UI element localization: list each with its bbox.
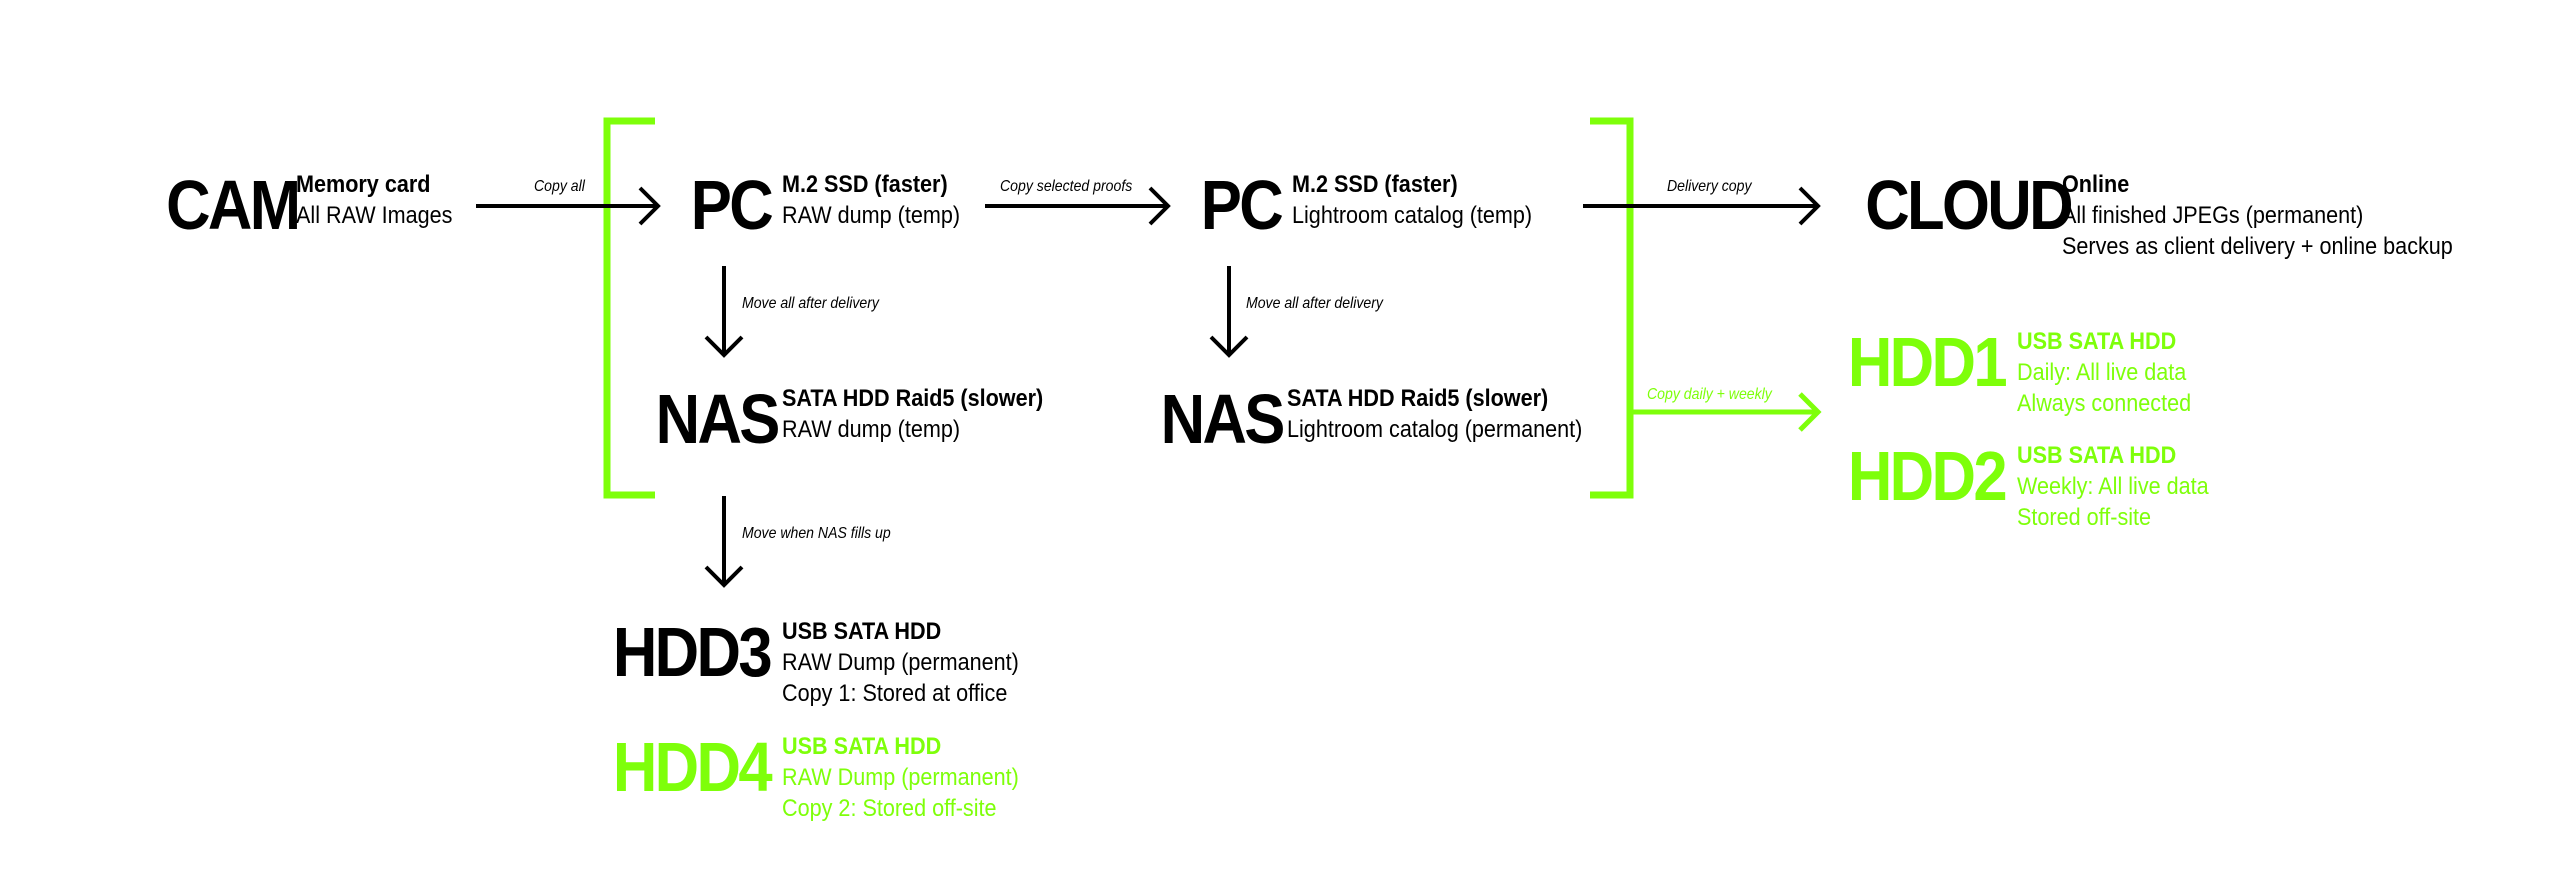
node-pc2-desc: M.2 SSD (faster) Lightroom catalog (temp… <box>1292 169 1532 231</box>
node-hdd2-name: HDD2 <box>1847 437 2008 515</box>
node-nas-lightroom: NAS SATA HDD Raid5 (slower) Lightroom ca… <box>1145 380 1615 458</box>
edge-cam-pc1 <box>476 186 661 226</box>
node-nas1-line: RAW dump (temp) <box>782 416 961 443</box>
edge-nas1-hdd3 <box>704 496 744 588</box>
node-hdd1: HDD1 USB SATA HDD Daily: All live data A… <box>1820 323 2210 419</box>
left-group-bracket <box>603 117 655 499</box>
node-hdd2-title: USB SATA HDD <box>2017 442 2177 469</box>
edge-label-move-when-nas-fills: Move when NAS fills up <box>742 525 891 542</box>
node-hdd4-title: USB SATA HDD <box>782 733 942 760</box>
node-hdd3-title: USB SATA HDD <box>782 618 942 645</box>
node-pc-ssd-raw: PC M.2 SSD (faster) RAW dump (temp) <box>680 166 980 244</box>
node-pc2-name: PC <box>1200 166 1284 244</box>
edge-pc1-pc2 <box>985 186 1171 226</box>
node-pc2-title: M.2 SSD (faster) <box>1292 171 1458 198</box>
edge-group-cloud <box>1583 186 1821 226</box>
node-nas2-desc: SATA HDD Raid5 (slower) Lightroom catalo… <box>1287 383 1582 445</box>
edge-label-move-after-delivery-1: Move all after delivery <box>742 295 879 312</box>
node-nas1-desc: SATA HDD Raid5 (slower) RAW dump (temp) <box>782 383 1043 445</box>
node-cloud: CLOUD Online All finished JPEGs (permane… <box>1840 166 2496 262</box>
node-hdd4-line-2: Copy 2: Stored off-site <box>782 795 997 822</box>
edge-label-delivery-copy: Delivery copy <box>1667 178 1752 195</box>
node-cam-name: CAM <box>166 166 301 244</box>
node-nas2-title: SATA HDD Raid5 (slower) <box>1287 385 1549 412</box>
node-cloud-line-1: All finished JPEGs (permanent) <box>2062 202 2364 229</box>
node-hdd1-title: USB SATA HDD <box>2017 328 2177 355</box>
node-nas-raw: NAS SATA HDD Raid5 (slower) RAW dump (te… <box>640 380 1072 458</box>
node-cam: CAM Memory card All RAW Images <box>150 166 470 244</box>
node-hdd1-name: HDD1 <box>1847 323 2008 401</box>
node-cam-desc: Memory card All RAW Images <box>296 169 452 231</box>
edge-group-hdd12 <box>1630 392 1822 432</box>
node-hdd3-desc: USB SATA HDD RAW Dump (permanent) Copy 1… <box>782 616 1019 709</box>
edge-label-copy-all: Copy all <box>534 178 585 195</box>
node-hdd2-line-1: Weekly: All live data <box>2017 473 2209 500</box>
node-pc1-name: PC <box>690 166 774 244</box>
node-cloud-desc: Online All finished JPEGs (permanent) Se… <box>2062 169 2453 262</box>
node-pc-ssd-lightroom: PC M.2 SSD (faster) Lightroom catalog (t… <box>1190 166 1559 244</box>
node-hdd1-line-2: Always connected <box>2017 390 2192 417</box>
node-cloud-line-2: Serves as client delivery + online backu… <box>2062 233 2453 260</box>
node-pc1-desc: M.2 SSD (faster) RAW dump (temp) <box>782 169 960 231</box>
edge-label-copy-selected-proofs: Copy selected proofs <box>1000 178 1133 195</box>
node-cam-line: All RAW Images <box>296 202 453 229</box>
node-hdd4-line-1: RAW Dump (permanent) <box>782 764 1019 791</box>
node-nas1-title: SATA HDD Raid5 (slower) <box>782 385 1044 412</box>
node-pc1-line: RAW dump (temp) <box>782 202 961 229</box>
node-hdd3-line-2: Copy 1: Stored at office <box>782 680 1008 707</box>
node-cloud-name: CLOUD <box>1865 166 2073 244</box>
node-nas1-name: NAS <box>655 380 781 458</box>
node-hdd4-name: HDD4 <box>612 728 773 806</box>
node-hdd1-desc: USB SATA HDD Daily: All live data Always… <box>2017 326 2191 419</box>
node-hdd4-desc: USB SATA HDD RAW Dump (permanent) Copy 2… <box>782 731 1019 824</box>
node-nas2-name: NAS <box>1160 380 1286 458</box>
right-group-bracket <box>1590 117 1634 499</box>
node-hdd2-line-2: Stored off-site <box>2017 504 2152 531</box>
edge-pc1-nas1 <box>704 266 744 358</box>
edge-pc2-nas2 <box>1209 266 1249 358</box>
node-hdd4: HDD4 USB SATA HDD RAW Dump (permanent) C… <box>585 728 1045 824</box>
node-hdd3: HDD3 USB SATA HDD RAW Dump (permanent) C… <box>585 613 1045 709</box>
edge-label-copy-daily-weekly: Copy daily + weekly <box>1647 386 1772 403</box>
node-hdd2: HDD2 USB SATA HDD Weekly: All live data … <box>1820 437 2230 533</box>
node-hdd3-name: HDD3 <box>612 613 773 691</box>
node-cam-title: Memory card <box>296 171 431 198</box>
node-hdd3-line-1: RAW Dump (permanent) <box>782 649 1019 676</box>
node-pc1-title: M.2 SSD (faster) <box>782 171 948 198</box>
node-cloud-title: Online <box>2062 171 2130 198</box>
node-nas2-line: Lightroom catalog (permanent) <box>1287 416 1583 443</box>
node-hdd2-desc: USB SATA HDD Weekly: All live data Store… <box>2017 440 2209 533</box>
edge-label-move-after-delivery-2: Move all after delivery <box>1246 295 1383 312</box>
node-pc2-line: Lightroom catalog (temp) <box>1292 202 1533 229</box>
node-hdd1-line-1: Daily: All live data <box>2017 359 2187 386</box>
